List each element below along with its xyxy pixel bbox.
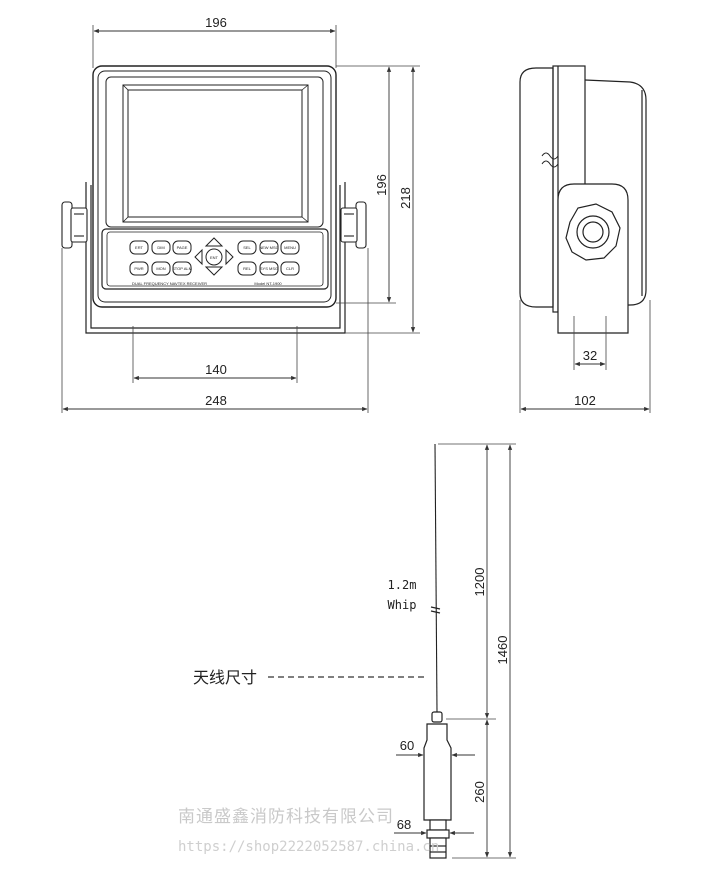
right-knob [340, 201, 367, 249]
dim-depth-label: 102 [574, 393, 596, 408]
dim-top-diameter: 60 [396, 738, 475, 758]
dim-width-top: 196 [92, 15, 337, 68]
dim-bottom-diameter: 68 [394, 817, 474, 836]
dim-whip: 1200 [438, 443, 496, 720]
key-mon[interactable] [151, 261, 171, 276]
dim-whip-label: 1200 [472, 568, 487, 597]
key-page-label: PAGE [177, 245, 188, 250]
key-ert-label: ERT [135, 245, 143, 250]
keypad-panel: ERT DIM PAGE SEL NEW MSG MENU PWR MON ST… [101, 228, 329, 290]
dim-total-label: 1460 [495, 636, 510, 665]
dim-height-inner-label: 196 [374, 174, 389, 196]
dim-overall-width: 248 [61, 248, 369, 413]
key-clr[interactable] [280, 261, 300, 276]
dim-height-outer-label: 218 [398, 187, 413, 209]
dim-base-height-label: 260 [472, 781, 487, 803]
whip-length-label: 1.2m [388, 578, 417, 592]
left-knob [61, 201, 88, 249]
dim-bracket: 32 [573, 316, 607, 370]
key-menu-label: MENU [284, 245, 296, 250]
key-page[interactable] [172, 240, 192, 255]
key-menu[interactable] [280, 240, 300, 255]
cursor-pad: ENT [194, 237, 234, 276]
dim-bottom-diameter-label: 68 [397, 817, 411, 832]
dim-mount-span: 140 [132, 326, 298, 383]
key-pwr-label: PWR [134, 266, 143, 271]
key-new-msg[interactable] [259, 240, 279, 255]
watermark-url: https://shop2222052587.china.cn [178, 839, 439, 855]
watermark-company: 南通盛鑫消防科技有限公司 [178, 807, 394, 827]
key-dim[interactable] [151, 240, 171, 255]
key-sel-label: SEL [243, 245, 251, 250]
dim-bracket-label: 32 [583, 348, 597, 363]
antenna-base [423, 711, 452, 859]
dim-depth: 102 [519, 300, 651, 413]
model-strip-text: DUAL FREQUENCY NAVTEX RECEIVER [132, 281, 207, 286]
arrow-down-key[interactable] [204, 266, 224, 276]
side-bracket [557, 183, 629, 334]
arrow-right-key[interactable] [225, 248, 234, 266]
antenna-size-caption: 天线尺寸 [193, 668, 257, 687]
dim-overall-width-label: 248 [205, 393, 227, 408]
key-sys-msg[interactable] [259, 261, 279, 276]
key-pwr[interactable] [129, 261, 149, 276]
key-stop-alm-label: STOP ALM [172, 266, 192, 271]
key-mon-label: MON [156, 266, 165, 271]
mounting-bracket [85, 182, 346, 334]
model-label: Model NT-1900 [254, 281, 282, 286]
key-sel[interactable] [237, 240, 257, 255]
enter-key[interactable] [205, 248, 223, 266]
antenna-view: 1.2m Whip 1200 1460 260 60 [193, 443, 516, 859]
key-dim-label: DIM [157, 245, 164, 250]
cable-icon [541, 152, 559, 168]
whip-name-label: Whip [388, 598, 417, 612]
dim-height-outer: 218 [345, 65, 420, 334]
key-clr-label: CLR [286, 266, 294, 271]
arrow-up-key[interactable] [204, 237, 224, 247]
key-sys-msg-label: SYS MSG [260, 266, 278, 271]
front-view: 196 [61, 15, 420, 413]
key-stop-alm[interactable] [172, 261, 192, 276]
key-new-msg-label: NEW MSG [259, 245, 279, 250]
dim-height-inner: 196 [336, 65, 396, 304]
side-view: 32 102 [519, 65, 651, 413]
dim-width-top-label: 196 [205, 15, 227, 30]
dim-total: 1460 [452, 443, 516, 859]
key-rel-label: REL [243, 266, 252, 271]
key-ert[interactable] [129, 240, 149, 255]
whip-element [434, 443, 438, 713]
enter-key-label: ENT [210, 255, 219, 260]
dim-mount-span-label: 140 [205, 362, 227, 377]
dim-top-diameter-label: 60 [400, 738, 414, 753]
arrow-left-key[interactable] [194, 248, 203, 266]
key-rel[interactable] [237, 261, 257, 276]
dim-base-height: 260 [472, 719, 490, 858]
